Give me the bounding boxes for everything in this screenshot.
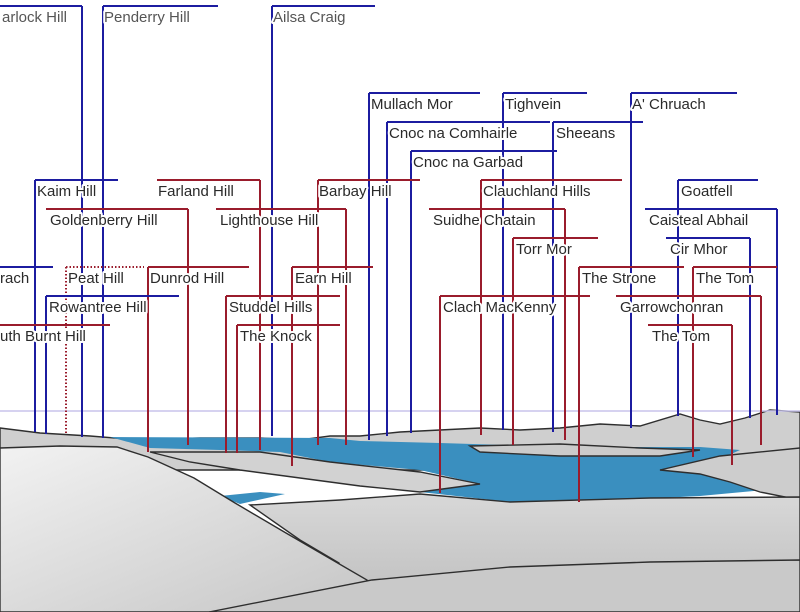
hill-label-suidhe-chatain[interactable]: Suidhe Chatain [431, 210, 538, 231]
hill-label-garrowchonran[interactable]: Garrowchonran [618, 297, 725, 318]
hill-label-studdel-hills[interactable]: Studdel Hills [227, 297, 314, 318]
hill-label-sheeans[interactable]: Sheeans [554, 123, 617, 144]
hill-label-rowantree-hill[interactable]: Rowantree Hill [47, 297, 149, 318]
small-water-1 [220, 492, 285, 504]
hill-label-kaim-hill[interactable]: Kaim Hill [35, 181, 98, 202]
hill-label-rach[interactable]: rach [0, 268, 31, 289]
hill-label-tighvein[interactable]: Tighvein [503, 94, 563, 115]
hill-label-cnoc-na-garbad[interactable]: Cnoc na Garbad [411, 152, 525, 173]
right-shore [659, 447, 800, 501]
terrain-render [0, 409, 800, 612]
hill-label-the-tom[interactable]: The Tom [650, 326, 712, 347]
hill-label-dunrod-hill[interactable]: Dunrod Hill [148, 268, 226, 289]
left-near-hill [0, 445, 402, 612]
hill-label-earn-hill[interactable]: Earn Hill [293, 268, 354, 289]
hill-label-goatfell[interactable]: Goatfell [679, 181, 735, 202]
hill-label-uth-burnt-hill[interactable]: uth Burnt Hill [0, 326, 88, 347]
hill-label-cir-mhor[interactable]: Cir Mhor [668, 239, 730, 260]
hill-label-barbay-hill[interactable]: Barbay Hill [317, 181, 394, 202]
hill-label-goldenberry-hill[interactable]: Goldenberry Hill [48, 210, 160, 231]
hill-label-torr-mor[interactable]: Torr Mor [514, 239, 574, 260]
hill-label-arlock-hill[interactable]: arlock Hill [0, 7, 69, 28]
hill-label-the-knock[interactable]: The Knock [238, 326, 314, 347]
hill-label-clach-mackenny[interactable]: Clach MacKenny [441, 297, 559, 318]
hill-label-farland-hill[interactable]: Farland Hill [156, 181, 236, 202]
hill-label-peat-hill[interactable]: Peat Hill [66, 268, 126, 289]
hill-label-ailsa-craig[interactable]: Ailsa Craig [271, 7, 348, 28]
hill-label-mullach-mor[interactable]: Mullach Mor [369, 94, 455, 115]
hill-label-penderry-hill[interactable]: Penderry Hill [102, 7, 192, 28]
label-leader-lines [0, 5, 778, 502]
hill-label-the-strone[interactable]: The Strone [580, 268, 658, 289]
hill-label-cnoc-na-comhairle[interactable]: Cnoc na Comhairle [387, 123, 519, 144]
hill-label-a-chruach[interactable]: A' Chruach [630, 94, 708, 115]
hill-label-caisteal-abhail[interactable]: Caisteal Abhail [647, 210, 750, 231]
hill-labels: arlock Hill Penderry Hill Ailsa CraigMulla… [0, 7, 756, 347]
island-strip [467, 443, 701, 457]
hill-label-lighthouse-hill[interactable]: Lighthouse Hill [218, 210, 320, 231]
mid-land-left [149, 451, 481, 493]
foreground-hill [208, 559, 800, 612]
hill-label-the-tom[interactable]: The Tom [694, 268, 756, 289]
hill-label-clauchland-hills[interactable]: Clauchland Hills [481, 181, 593, 202]
